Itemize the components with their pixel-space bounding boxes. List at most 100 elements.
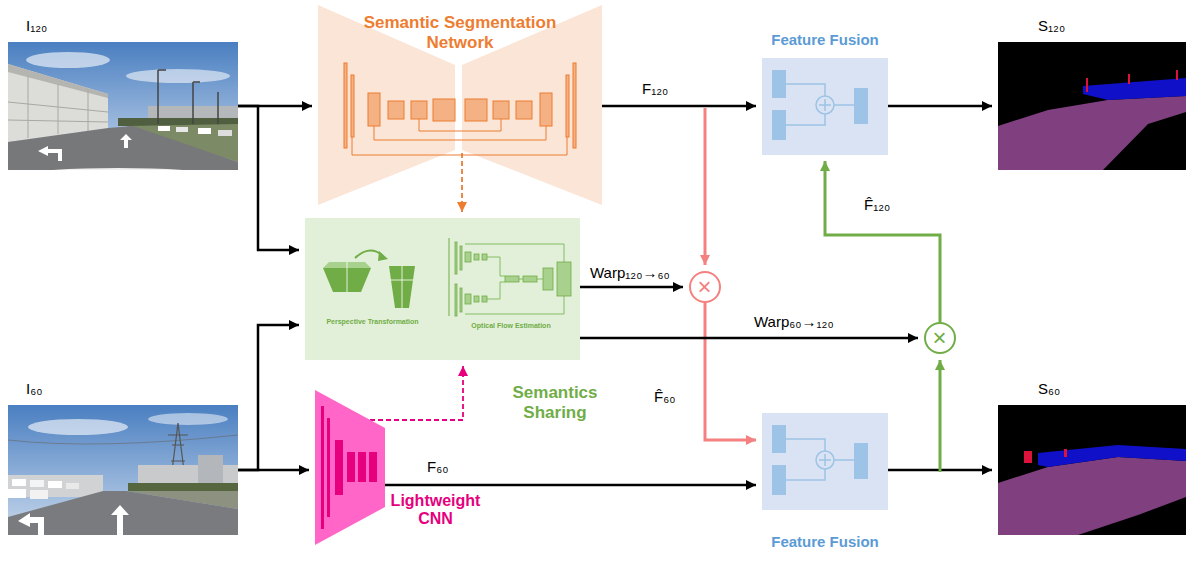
flow-arrow bbox=[580, 286, 683, 289]
drawing-part bbox=[321, 406, 377, 529]
drawing-part bbox=[474, 254, 479, 260]
drawing-part bbox=[772, 110, 786, 140]
drawing-part bbox=[48, 481, 62, 488]
drawing-part bbox=[465, 252, 471, 262]
flow-arrow bbox=[704, 108, 707, 265]
drawing-part bbox=[1064, 449, 1067, 457]
drawing-part bbox=[482, 254, 487, 260]
flow-arrow bbox=[705, 303, 756, 440]
drawing-part bbox=[378, 251, 388, 261]
drawing-part bbox=[315, 390, 385, 545]
operator-symbol: × bbox=[691, 273, 718, 300]
drawing-part bbox=[8, 126, 238, 170]
node-label: I₁₂₀ bbox=[26, 17, 96, 34]
drawing-part bbox=[505, 276, 519, 282]
node-label: Semantic Segmentation Network bbox=[350, 13, 570, 52]
drawing-part bbox=[998, 42, 1186, 170]
drawing-part bbox=[465, 294, 471, 304]
input-image: I₁₂₀ bbox=[8, 42, 238, 170]
signal-label: F̂₆₀ bbox=[652, 388, 677, 405]
drawing-part bbox=[772, 70, 786, 98]
feature-fusion-box-shape bbox=[762, 58, 888, 155]
drawing-part bbox=[8, 435, 238, 444]
signal-label: F₁₂₀ bbox=[640, 80, 670, 97]
flow-arrow bbox=[939, 360, 942, 472]
drawing-part bbox=[8, 405, 238, 535]
drawing-part bbox=[176, 127, 188, 132]
drawing-part bbox=[455, 242, 457, 274]
flow-arrow bbox=[461, 153, 463, 212]
node-label: Feature Fusion bbox=[742, 31, 908, 48]
drawing-part bbox=[218, 130, 232, 136]
signal-label: F₆₀ bbox=[425, 458, 450, 475]
drawing-part bbox=[465, 99, 487, 121]
output-segmentation: S₁₂₀ bbox=[998, 42, 1186, 170]
drawing-part bbox=[321, 406, 324, 529]
optical-flow-estimation-shape bbox=[445, 238, 577, 346]
drawing-part bbox=[388, 101, 404, 119]
camera-photo-narrow bbox=[8, 405, 238, 535]
drawing-part bbox=[772, 70, 868, 140]
node-label: Optical Flow Estimation bbox=[445, 322, 577, 330]
drawing-part bbox=[460, 246, 462, 270]
flow-arrow bbox=[888, 105, 992, 108]
drawing-part bbox=[158, 126, 170, 131]
node-label: Lightweight CNN bbox=[387, 492, 484, 529]
drawing-part bbox=[482, 296, 487, 302]
lightweight-cnn-shape bbox=[315, 390, 387, 545]
flow-arrow bbox=[238, 106, 299, 250]
segmentation-network: Semantic Segmentation Network bbox=[318, 5, 602, 205]
drawing-part bbox=[8, 42, 238, 170]
drawing-part bbox=[369, 452, 377, 482]
drawing-part bbox=[474, 296, 479, 302]
drawing-part bbox=[344, 63, 347, 148]
drawing-part bbox=[998, 405, 1186, 535]
drawing-part bbox=[1024, 451, 1032, 463]
drawing-part bbox=[30, 480, 44, 487]
drawing-part bbox=[38, 146, 62, 161]
perspective-transformation-shape bbox=[315, 246, 430, 346]
signal-label: F̂₁₂₀ bbox=[862, 196, 892, 213]
node-label: I₆₀ bbox=[26, 380, 96, 397]
drawing-part bbox=[786, 84, 854, 125]
drawing-part bbox=[148, 413, 228, 425]
drawing-part bbox=[335, 440, 343, 495]
drawing-part bbox=[455, 284, 457, 316]
optical-flow-estimation: Optical Flow Estimation bbox=[445, 238, 577, 346]
drawing-part bbox=[26, 52, 110, 68]
drawing-part bbox=[573, 63, 576, 148]
drawing-part bbox=[493, 101, 509, 119]
drawing-part bbox=[18, 513, 44, 535]
drawing-part bbox=[8, 491, 238, 535]
camera-photo-wide bbox=[8, 42, 238, 170]
flow-arrow bbox=[238, 469, 309, 472]
drawing-part bbox=[566, 75, 569, 137]
drawing-part bbox=[347, 452, 355, 482]
drawing-part bbox=[854, 88, 868, 124]
signal-label: Warp₁₂₀→₆₀ bbox=[588, 264, 672, 281]
drawing-part bbox=[8, 76, 108, 138]
flow-arrow bbox=[825, 161, 940, 322]
drawing-part bbox=[516, 101, 532, 119]
drawing-part bbox=[1038, 445, 1186, 467]
drawing-part bbox=[1128, 74, 1130, 84]
drawing-part bbox=[66, 483, 79, 489]
drawing-part bbox=[1083, 78, 1186, 100]
flow-arrow bbox=[580, 337, 918, 340]
feature-fusion-box-shape bbox=[762, 413, 888, 510]
drawing-part bbox=[358, 452, 366, 482]
drawing-part bbox=[998, 96, 1186, 170]
drawing-part bbox=[465, 244, 564, 314]
drawing-part bbox=[327, 418, 330, 517]
drawing-part bbox=[128, 483, 238, 491]
node-label: Feature Fusion bbox=[742, 533, 908, 550]
drawing-part bbox=[557, 262, 571, 296]
drawing-part bbox=[772, 425, 786, 453]
drawing-part bbox=[455, 242, 571, 316]
drawing-part bbox=[368, 93, 380, 126]
drawing-part bbox=[344, 63, 576, 148]
drawing-part bbox=[854, 443, 868, 479]
drawing-part bbox=[460, 288, 462, 312]
output-segmentation: S₆₀ bbox=[998, 405, 1186, 535]
